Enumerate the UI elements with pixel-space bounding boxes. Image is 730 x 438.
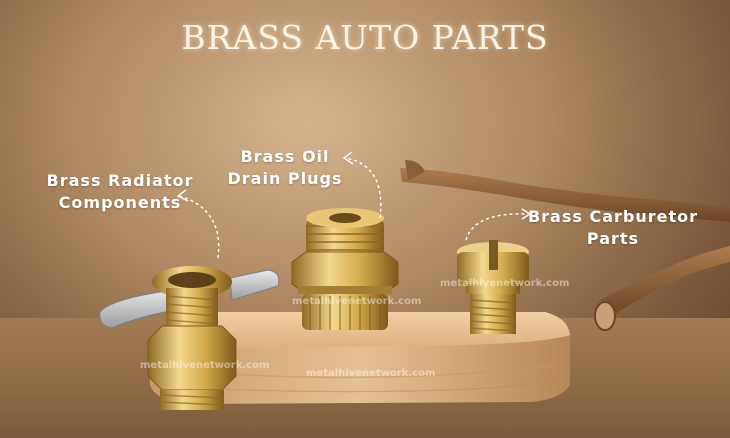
watermark: metalhivenetwork.com (306, 368, 436, 379)
wooden-pedestal (150, 312, 570, 404)
label-line: Brass Radiator (46, 171, 194, 190)
watermark: metalhivenetwork.com (140, 360, 270, 371)
arrow-heads (176, 151, 532, 220)
label-line: Parts (586, 229, 640, 248)
label-line: Brass Oil (240, 147, 330, 166)
watermark: metalhivenetwork.com (292, 296, 422, 307)
pointer-arrows (179, 157, 529, 259)
label-line: Components (58, 193, 182, 212)
oil-drain-plug-image (291, 208, 399, 330)
page-title: BRASS AUTO PARTS (181, 18, 549, 57)
label-carburetor-parts: Brass Carburetor Parts (526, 206, 700, 250)
label-line: Brass Carburetor (527, 207, 699, 226)
label-radiator-components: Brass Radiator Components (40, 170, 200, 214)
carburetor-part-image (457, 240, 529, 334)
label-line: Drain Plugs (227, 169, 343, 188)
decorative-twigs (400, 160, 730, 331)
label-oil-drain-plugs: Brass Oil Drain Plugs (220, 146, 350, 190)
radiator-component-image (99, 266, 280, 410)
watermark: metalhivenetwork.com (440, 278, 570, 289)
